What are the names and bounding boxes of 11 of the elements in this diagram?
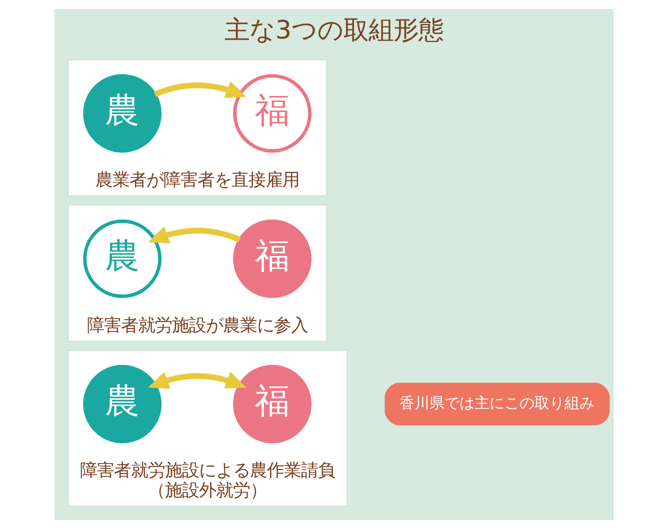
node-circle: 福 bbox=[233, 74, 312, 152]
node-circle: 福 bbox=[233, 364, 312, 443]
diagram-title: 主な3つの取組形態 bbox=[224, 14, 444, 44]
node-circle: 農 bbox=[83, 364, 162, 443]
arrow bbox=[148, 226, 241, 243]
node-circle: 農 bbox=[83, 219, 162, 298]
arrow bbox=[154, 80, 246, 98]
arrow bbox=[148, 371, 246, 388]
node-box: 香川県では主にこの取り組み bbox=[384, 382, 610, 425]
node-circle: 福 bbox=[233, 219, 312, 298]
node-circle: 農 bbox=[83, 74, 162, 152]
